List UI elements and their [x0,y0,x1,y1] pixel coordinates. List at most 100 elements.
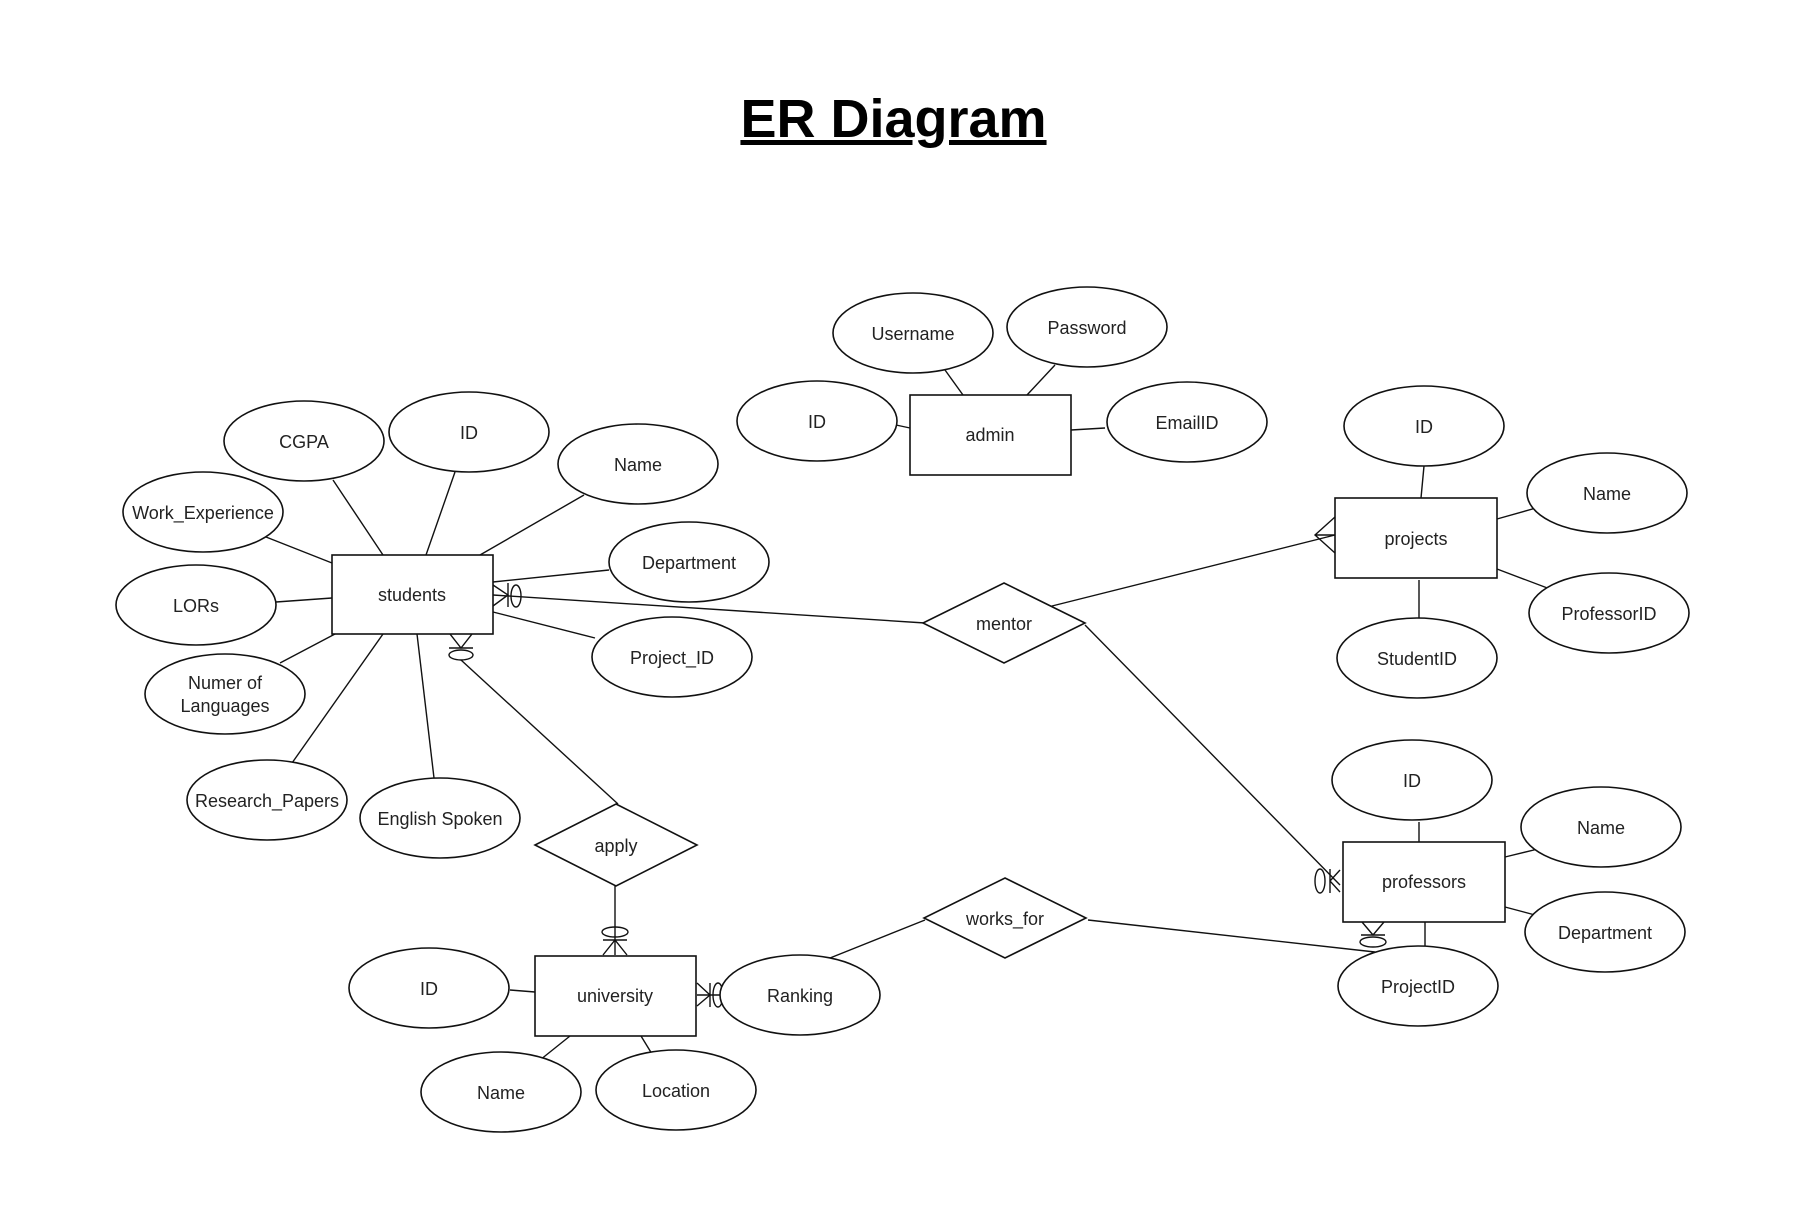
line-mentor-professors [1084,624,1341,886]
attr-students-english-spoken[interactable]: English Spoken [359,777,521,859]
attr-professors-name[interactable]: Name [1520,786,1682,868]
svg-text:Name: Name [477,1083,525,1103]
circle-professors-worksfor [1359,936,1387,948]
line-professors-department [1504,906,1536,916]
svg-text:Name: Name [1583,484,1631,504]
line-university-id [509,989,536,993]
attr-admin-username[interactable]: Username [832,292,994,374]
line-worksfor-professors [1087,919,1376,953]
relationship-label-mentor: mentor [976,614,1032,634]
svg-text:Username: Username [871,324,954,344]
attr-professors-id[interactable]: ID [1331,739,1493,821]
attr-professors-projectid[interactable]: ProjectID [1337,945,1499,1027]
relationship-label-apply: apply [594,836,637,856]
relationship-works-for[interactable]: works_for [922,877,1088,959]
svg-text:Languages: Languages [180,696,269,716]
attr-students-number-of-languages[interactable]: Numer of Languages [144,653,306,735]
svg-text:EmailID: EmailID [1155,413,1218,433]
crow-students-apply [449,633,473,650]
svg-text:Research_Papers: Research_Papers [195,791,339,812]
svg-text:ID: ID [420,979,438,999]
attr-admin-password[interactable]: Password [1006,286,1168,368]
entity-admin[interactable]: admin [909,394,1072,476]
entity-label-university: university [577,986,653,1006]
svg-text:Password: Password [1047,318,1126,338]
attr-students-work-experience[interactable]: Work_Experience [122,471,284,553]
circle-university-apply [601,926,629,938]
attr-admin-id[interactable]: ID [736,380,898,462]
attr-projects-id[interactable]: ID [1343,385,1505,467]
attr-admin-emailid[interactable]: EmailID [1106,381,1268,463]
svg-text:ID: ID [1415,417,1433,437]
entity-professors[interactable]: professors [1342,841,1506,923]
line-professors-name [1504,848,1539,858]
svg-text:Work_Experience: Work_Experience [132,503,274,524]
entity-projects[interactable]: projects [1334,497,1498,579]
relationship-apply[interactable]: apply [533,803,699,887]
attr-students-research-papers[interactable]: Research_Papers [186,759,348,841]
svg-text:ID: ID [808,412,826,432]
attr-professors-department[interactable]: Department [1524,891,1686,973]
circle-students-apply [448,649,474,661]
svg-text:Department: Department [1558,923,1652,943]
crow-university-apply [602,938,628,956]
attr-university-ranking[interactable]: Ranking [719,954,881,1036]
line-students-department [492,569,610,583]
line-admin-emailid [1070,427,1106,431]
entity-label-admin: admin [965,425,1014,445]
attr-university-name[interactable]: Name [420,1051,582,1133]
crow-professors-mentor [1329,869,1341,893]
entity-students[interactable]: students [331,554,494,635]
line-students-id [425,471,456,556]
attr-students-id[interactable]: ID [388,391,550,473]
line-students-workexp [265,536,333,564]
svg-text:Location: Location [642,1081,710,1101]
attr-university-id[interactable]: ID [348,947,510,1029]
line-university-location [640,1035,653,1055]
svg-text:Numer of: Numer of [188,673,263,693]
crow-foot-marks [448,516,1387,1008]
entity-label-professors: professors [1382,872,1466,892]
svg-text:LORs: LORs [173,596,219,616]
connector-lines [265,364,1551,1061]
svg-text:ProfessorID: ProfessorID [1561,604,1656,624]
attr-students-name[interactable]: Name [557,423,719,505]
attr-projects-name[interactable]: Name [1526,452,1688,534]
line-students-english [416,633,435,779]
relationship-mentor[interactable]: mentor [921,582,1087,664]
attr-students-cgpa[interactable]: CGPA [223,400,385,482]
circle-students-mentor [510,584,522,608]
line-students-name [479,494,585,556]
svg-text:CGPA: CGPA [279,432,329,452]
line-admin-password [1026,364,1056,396]
attr-projects-professorid[interactable]: ProfessorID [1528,572,1690,654]
line-mentor-projects [1047,534,1336,608]
svg-text:ID: ID [1403,771,1421,791]
line-students-lors [275,597,333,603]
line-students-apply [460,659,619,805]
attr-students-lors[interactable]: LORs [115,564,277,646]
svg-text:ID: ID [460,423,478,443]
svg-text:Name: Name [1577,818,1625,838]
crow-professors-worksfor [1361,921,1385,937]
line-students-projectid [492,611,596,639]
line-projects-id [1420,465,1425,499]
attr-projects-studentid[interactable]: StudentID [1336,617,1498,699]
diagram-title: ER Diagram [740,89,1047,149]
line-ranking-worksfor [824,919,926,961]
crow-university-ranking [696,982,712,1007]
entity-university[interactable]: university [534,955,697,1037]
attr-students-department[interactable]: Department [608,521,770,603]
svg-text:StudentID: StudentID [1377,649,1457,669]
attr-university-location[interactable]: Location [595,1049,757,1131]
line-students-research [291,633,384,764]
svg-text:Project_ID: Project_ID [630,648,714,669]
line-university-name [539,1035,571,1061]
line-students-languages [279,633,336,664]
svg-text:English Spoken: English Spoken [377,809,502,829]
relationship-label-works-for: works_for [965,909,1044,930]
entity-label-projects: projects [1384,529,1447,549]
crow-students-mentor [492,583,510,607]
attr-students-project-id[interactable]: Project_ID [591,616,753,698]
